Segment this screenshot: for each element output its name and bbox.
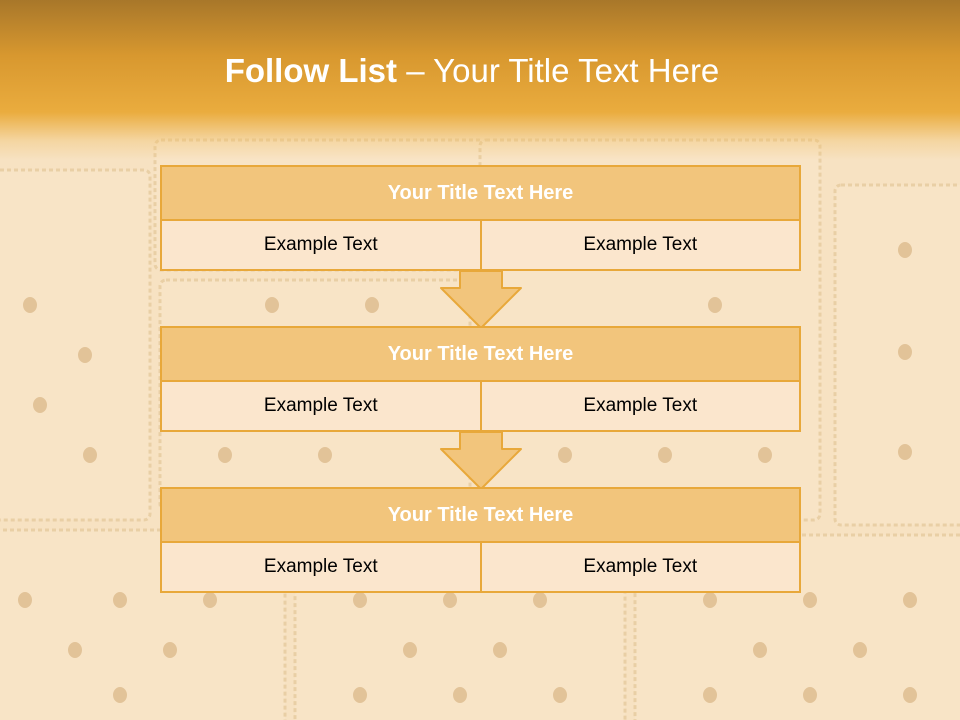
block-cell-right: Example Text (479, 543, 800, 591)
list-block-1: Your Title Text Here Example Text Exampl… (160, 165, 801, 271)
block-title: Your Title Text Here (160, 326, 801, 382)
down-arrow-icon (440, 431, 522, 490)
block-cell-left: Example Text (263, 234, 378, 255)
title-bold: Follow List (224, 52, 398, 89)
block-row: Example Text Example Text (160, 543, 801, 593)
block-cell-right: Example Text (479, 382, 800, 430)
block-row: Example Text Example Text (160, 221, 801, 271)
block-cell-left: Example Text (263, 556, 378, 577)
down-arrow-icon (440, 270, 522, 329)
list-block-3: Your Title Text Here Example Text Exampl… (160, 487, 801, 593)
block-row: Example Text Example Text (160, 382, 801, 432)
block-cell-left: Example Text (263, 395, 378, 416)
block-title: Your Title Text Here (160, 487, 801, 543)
block-title: Your Title Text Here (160, 165, 801, 221)
title-rest: – Your Title Text Here (397, 52, 720, 89)
header-band (0, 0, 960, 160)
list-block-2: Your Title Text Here Example Text Exampl… (160, 326, 801, 432)
slide-title: Follow List – Your Title Text Here (0, 52, 944, 90)
block-cell-right: Example Text (479, 221, 800, 269)
